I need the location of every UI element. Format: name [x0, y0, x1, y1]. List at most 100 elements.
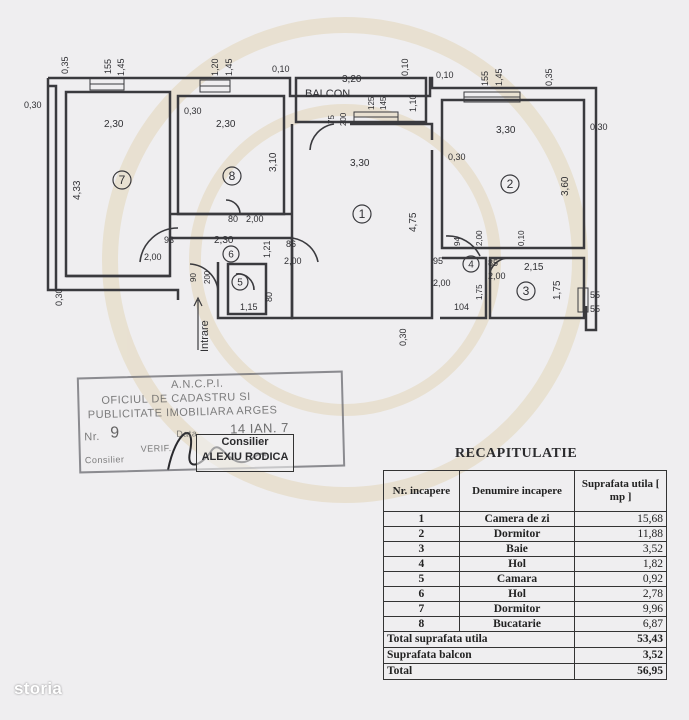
entrance-arrow: [193, 296, 203, 350]
dim-door-200d: 200: [203, 270, 212, 284]
room-number-7: 7: [119, 173, 126, 187]
table-row: 1 Camera de zi 15,68: [383, 511, 667, 527]
total-util-label: Total suprafata utila: [382, 631, 576, 648]
row-area: 9,96: [574, 601, 667, 617]
row-area: 11,88: [574, 526, 667, 542]
dim-top-145a: 1,45: [116, 58, 126, 76]
dim-top-035a: 0,35: [60, 56, 70, 74]
dim-room8-width: 2,30: [216, 119, 236, 130]
dim-left-030: 0,30: [24, 100, 42, 110]
dim-r4-175: 1,75: [475, 284, 484, 300]
row-name: Dormitor: [458, 601, 576, 617]
total-util-value: 53,43: [574, 631, 667, 648]
stamp-verif-label: VERIF.: [140, 443, 172, 454]
header-nr: Nr. incapere: [383, 470, 460, 512]
total-label: Total: [382, 663, 576, 680]
room-number-6: 6: [228, 250, 234, 261]
row-nr: 3: [383, 541, 460, 557]
row-nr: 2: [383, 526, 460, 542]
dim-room5-width: 1,15: [240, 302, 258, 312]
dim-bottom-030a: 0,30: [54, 288, 64, 306]
dim-win-055a: 55: [590, 290, 600, 300]
row-area: 1,82: [574, 556, 667, 572]
table-row: 2 Dormitor 11,88: [383, 526, 667, 542]
row-nr: 7: [383, 601, 460, 617]
row-nr: 1: [383, 511, 460, 527]
dim-door-200b: 2,00: [246, 214, 264, 224]
dim-door-200a: 2,00: [144, 252, 162, 262]
dim-bal-145: 145: [379, 96, 388, 110]
entrance-label: Intrare: [199, 320, 211, 352]
stamp-data-label: Data: [176, 428, 198, 439]
dim-top-120: 1,20: [210, 58, 220, 76]
row-area: 15,68: [574, 511, 667, 527]
recap-title: RECAPITULATIE: [455, 446, 578, 461]
stamp-line-1: A.N.C.P.I.: [170, 377, 224, 392]
header-area: Suprafata utila [ mp ]: [574, 470, 667, 512]
dim-door-80: 80: [228, 214, 238, 224]
dim-room8-height: 3,10: [268, 152, 279, 172]
stamp-line-3: PUBLICITATE IMOBILIARA ARGES: [87, 404, 278, 422]
total-row: Total 56,95: [382, 663, 667, 680]
dim-door-200f: 2,00: [488, 271, 506, 281]
stamp-nr-label: Nr.: [84, 430, 101, 444]
dim-room3-height: 1,75: [552, 280, 563, 300]
table-row: 7 Dormitor 9,96: [383, 601, 667, 617]
dim-room1-width: 3,30: [350, 158, 370, 169]
row-nr: 4: [383, 556, 460, 572]
room-number-4: 4: [468, 260, 474, 271]
dim-room6-width: 2,30: [214, 235, 234, 246]
dim-room4-width: 95: [433, 256, 443, 266]
row-area: 0,92: [574, 571, 667, 587]
dim-room3-width: 2,15: [524, 262, 544, 273]
row-nr: 8: [383, 616, 460, 632]
total-value: 56,95: [574, 663, 667, 680]
row-nr: 5: [383, 571, 460, 587]
room-number-3: 3: [523, 284, 530, 298]
row-name: Hol: [458, 586, 576, 602]
header-name: Denumire incapere: [458, 470, 576, 512]
table-row: 4 Hol 1,82: [383, 556, 667, 572]
dim-door-85: 85: [488, 258, 498, 268]
dim-win-055b: 55: [590, 304, 600, 314]
doors: [139, 123, 509, 291]
stamp-line-2: OFICIUL DE CADASTRU SI: [101, 390, 251, 407]
dim-room2-width: 3,30: [496, 125, 516, 136]
dim-top-155a: 155: [103, 59, 113, 74]
room-circles: [112, 166, 536, 301]
stamp-nr-value: 9: [110, 424, 120, 442]
dim-bal-075: 75: [327, 115, 336, 124]
balcony-area-value: 3,52: [574, 647, 667, 664]
balcony-area-label: Suprafata balcon: [382, 647, 576, 664]
dim-room5-height: 80: [264, 292, 274, 302]
table-row: 3 Baie 3,52: [383, 541, 667, 557]
dim-door-86: 86: [286, 239, 296, 249]
dim-door-93: 93: [164, 235, 174, 245]
watermark-seal: [102, 17, 588, 503]
dim-r8-030: 0,30: [184, 106, 202, 116]
dim-top-010c: 0,10: [436, 70, 454, 80]
dim-balcony-width: 3,20: [342, 74, 362, 85]
dim-r4-104: 104: [454, 302, 469, 312]
dim-balcony-depth: 1,10: [408, 94, 418, 112]
dim-top-010b: 0,10: [400, 58, 410, 76]
dim-top-145b: 1,45: [224, 58, 234, 76]
room-number-5: 5: [237, 278, 243, 289]
row-area: 2,78: [574, 586, 667, 602]
dim-top-010a: 0,10: [272, 64, 290, 74]
consilier-stamp: Consilier ALEXIU RODICA: [196, 434, 294, 472]
dim-room7-width: 2,30: [104, 119, 124, 130]
row-name: Camera de zi: [458, 511, 576, 527]
recap-table: Nr. incapere Denumire incapere Suprafata…: [382, 470, 667, 680]
dim-right-030: 0,30: [590, 122, 608, 132]
row-area: 6,87: [574, 616, 667, 632]
row-name: Bucatarie: [458, 616, 576, 632]
balcony-row: Suprafata balcon 3,52: [382, 647, 667, 664]
room-number-2: 2: [507, 177, 514, 191]
row-name: Hol: [458, 556, 576, 572]
dim-door-010: 0,10: [517, 230, 526, 246]
dim-top-035b: 0,35: [544, 68, 554, 86]
dim-top-155b: 155: [480, 71, 490, 86]
dim-door-90: 90: [189, 273, 198, 282]
